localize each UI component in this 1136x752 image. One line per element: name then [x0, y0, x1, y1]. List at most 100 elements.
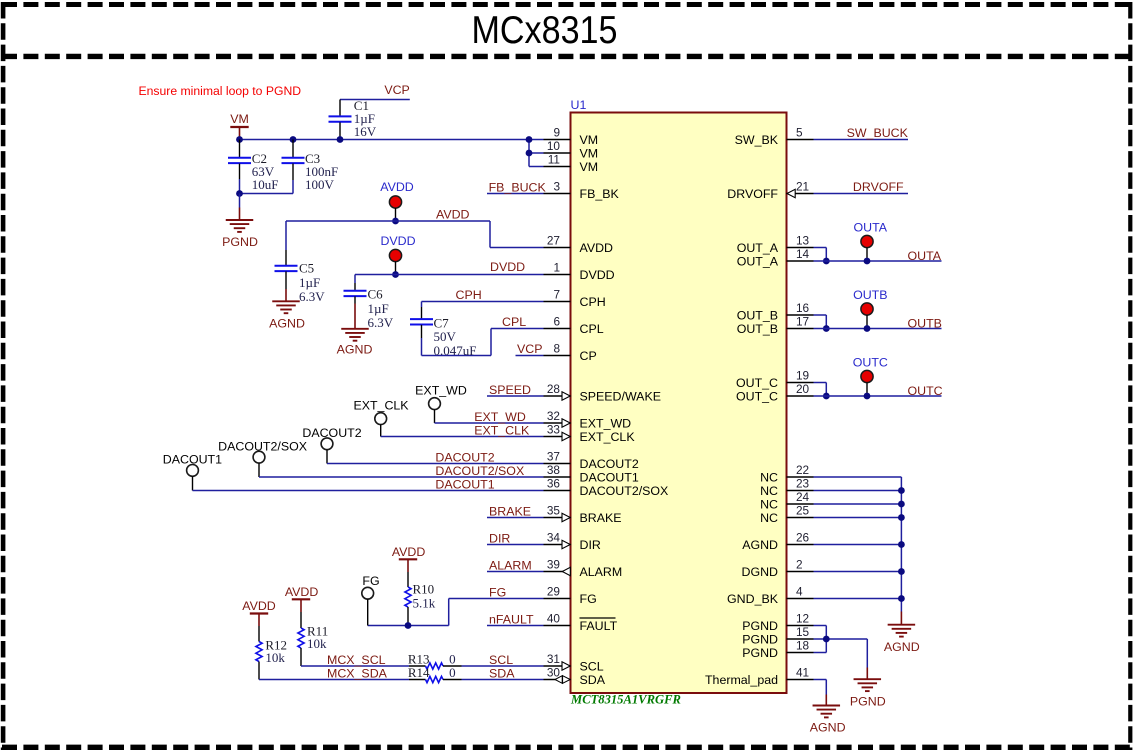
svg-text:1µF: 1µF [299, 275, 320, 290]
svg-text:OUTC: OUTC [853, 356, 888, 370]
svg-text:25: 25 [796, 503, 810, 517]
svg-text:AVDD: AVDD [580, 241, 614, 255]
svg-text:34: 34 [547, 530, 561, 544]
svg-text:DIR: DIR [489, 531, 510, 545]
svg-text:63V: 63V [252, 164, 275, 179]
svg-text:OUTA: OUTA [908, 249, 942, 263]
svg-text:ALARM: ALARM [580, 565, 623, 579]
svg-text:13: 13 [796, 233, 810, 247]
svg-text:6: 6 [553, 314, 560, 328]
svg-text:DACOUT2/SOX: DACOUT2/SOX [435, 464, 524, 478]
svg-text:DGND: DGND [742, 565, 779, 579]
svg-text:100V: 100V [305, 177, 335, 192]
svg-text:C5: C5 [299, 260, 314, 275]
svg-text:OUTB: OUTB [908, 316, 942, 330]
svg-text:36: 36 [547, 476, 561, 490]
svg-text:AGND: AGND [337, 342, 373, 356]
svg-text:10k: 10k [307, 636, 327, 651]
svg-text:AVDD: AVDD [380, 180, 414, 194]
svg-text:GND_BK: GND_BK [727, 592, 779, 606]
svg-text:AVDD: AVDD [436, 208, 470, 222]
svg-text:40: 40 [547, 611, 561, 625]
svg-text:6.3V: 6.3V [368, 315, 394, 330]
svg-text:37: 37 [547, 449, 560, 463]
svg-text:DACOUT2: DACOUT2 [435, 450, 494, 464]
svg-text:DACOUT1: DACOUT1 [580, 470, 639, 484]
svg-text:5: 5 [796, 125, 803, 139]
svg-text:Thermal_pad: Thermal_pad [705, 673, 778, 687]
svg-text:EXT_WD: EXT_WD [580, 416, 632, 430]
svg-text:SPEED/WAKE: SPEED/WAKE [580, 389, 661, 403]
svg-text:9: 9 [553, 125, 560, 139]
svg-text:EXT_WD: EXT_WD [474, 410, 526, 424]
svg-text:OUT_B: OUT_B [737, 322, 778, 336]
svg-text:VM: VM [580, 160, 599, 174]
svg-text:1: 1 [553, 260, 560, 274]
svg-text:PGND: PGND [850, 694, 886, 708]
svg-text:U1: U1 [571, 98, 587, 112]
svg-text:MCX_SDA: MCX_SDA [327, 667, 388, 681]
svg-text:17: 17 [796, 314, 809, 328]
svg-text:DACOUT2/SOX: DACOUT2/SOX [218, 439, 307, 453]
svg-text:35: 35 [547, 503, 561, 517]
svg-text:C3: C3 [305, 151, 320, 166]
svg-text:R12: R12 [265, 637, 287, 652]
svg-text:30: 30 [547, 665, 561, 679]
svg-text:FG: FG [580, 592, 597, 606]
svg-text:VM: VM [580, 133, 599, 147]
svg-text:AVDD: AVDD [285, 585, 319, 599]
svg-text:DRVOFF: DRVOFF [727, 187, 778, 201]
svg-text:DACOUT2/SOX: DACOUT2/SOX [580, 484, 669, 498]
svg-text:CPH: CPH [580, 295, 606, 309]
svg-text:EXT_CLK: EXT_CLK [474, 423, 530, 437]
svg-text:2: 2 [796, 557, 803, 571]
svg-text:0: 0 [449, 651, 456, 666]
svg-text:8: 8 [553, 341, 560, 355]
svg-text:EXT_WD: EXT_WD [415, 384, 467, 398]
svg-text:31: 31 [547, 652, 560, 666]
svg-text:OUTA: OUTA [854, 221, 888, 235]
svg-text:SW_BUCK: SW_BUCK [847, 126, 909, 140]
svg-text:nFAULT: nFAULT [489, 612, 534, 626]
svg-text:R13: R13 [408, 651, 430, 666]
svg-text:OUT_A: OUT_A [737, 254, 779, 268]
svg-text:32: 32 [547, 409, 560, 423]
svg-text:29: 29 [547, 584, 560, 598]
svg-text:VM: VM [580, 146, 599, 160]
svg-text:NC: NC [760, 497, 778, 511]
svg-text:FB_BUCK: FB_BUCK [489, 180, 547, 194]
svg-text:15: 15 [796, 625, 810, 639]
svg-text:FG: FG [489, 585, 506, 599]
svg-text:SW_BK: SW_BK [735, 133, 779, 147]
svg-text:41: 41 [796, 665, 809, 679]
svg-text:22: 22 [796, 463, 809, 477]
svg-text:DVDD: DVDD [380, 234, 415, 248]
svg-text:PGND: PGND [222, 235, 258, 249]
svg-text:VCP: VCP [517, 342, 542, 356]
svg-text:SCL: SCL [580, 659, 604, 673]
svg-text:EXT_CLK: EXT_CLK [580, 430, 636, 444]
svg-text:NC: NC [760, 470, 778, 484]
svg-text:FG: FG [362, 574, 379, 588]
svg-text:DACOUT2: DACOUT2 [302, 426, 361, 440]
svg-text:DACOUT1: DACOUT1 [163, 452, 222, 466]
svg-text:PGND: PGND [742, 646, 778, 660]
svg-text:26: 26 [796, 530, 810, 544]
svg-text:OUT_B: OUT_B [737, 308, 778, 322]
svg-text:10k: 10k [265, 650, 285, 665]
svg-text:14: 14 [796, 247, 810, 261]
svg-text:OUT_A: OUT_A [737, 241, 779, 255]
svg-text:PGND: PGND [742, 632, 778, 646]
svg-text:SPEED: SPEED [489, 383, 531, 397]
svg-text:10: 10 [547, 139, 561, 153]
svg-text:0: 0 [449, 665, 456, 680]
svg-text:DRVOFF: DRVOFF [853, 180, 904, 194]
svg-text:16: 16 [796, 301, 810, 315]
svg-text:20: 20 [796, 382, 810, 396]
svg-text:NC: NC [760, 484, 778, 498]
svg-text:AGND: AGND [884, 640, 920, 654]
svg-text:CPL: CPL [580, 322, 604, 336]
svg-text:10uF: 10uF [252, 177, 279, 192]
svg-text:R10: R10 [413, 582, 435, 597]
svg-text:EXT_CLK: EXT_CLK [353, 399, 409, 413]
